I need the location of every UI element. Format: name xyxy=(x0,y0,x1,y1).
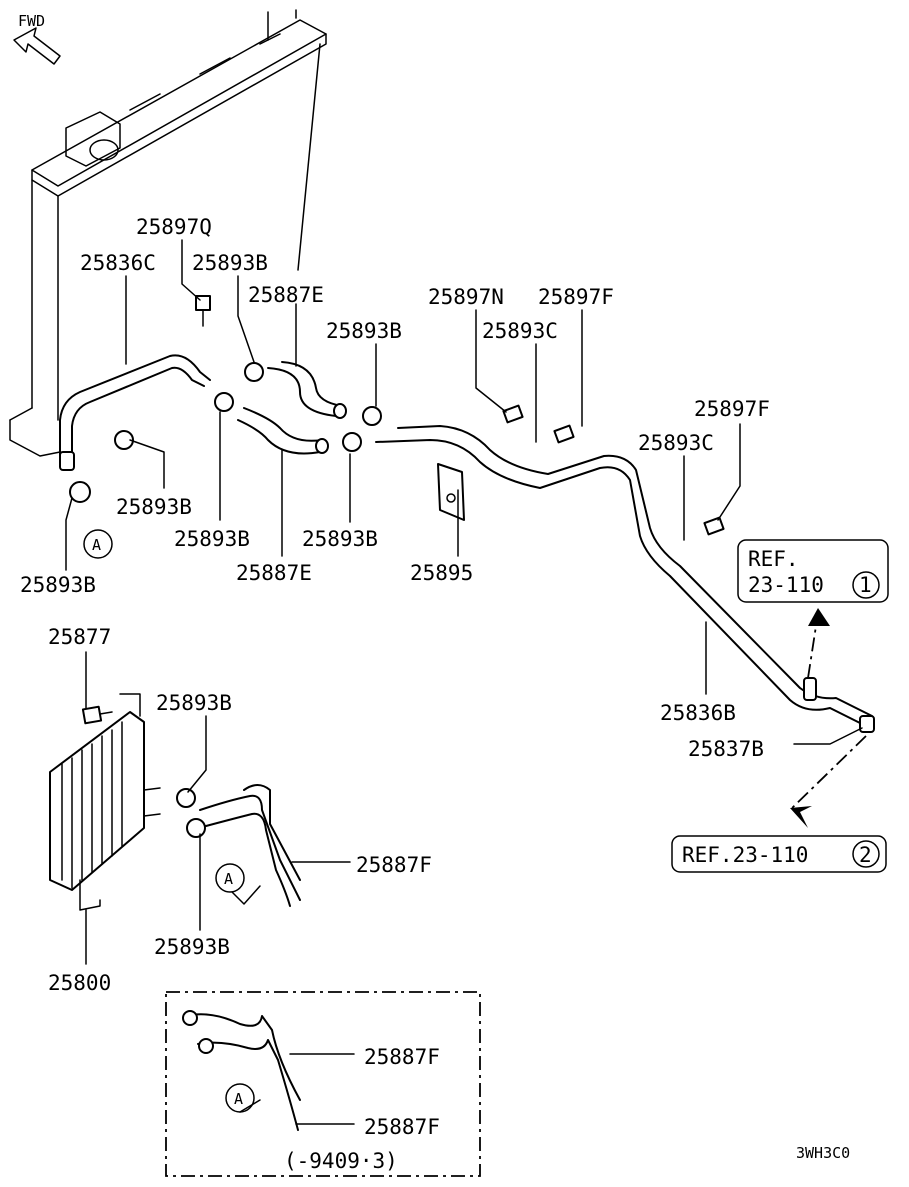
label-25837b: 25837B xyxy=(688,737,764,761)
ref1-arrow-icon xyxy=(808,608,830,626)
ref2-number: 2 xyxy=(859,843,872,867)
drawing-code: 3WH3C0 xyxy=(796,1144,850,1162)
label-25887f-inset1: 25887F xyxy=(364,1045,440,1069)
hose-25887e xyxy=(237,361,347,455)
label-25893b-top: 25893B xyxy=(192,251,268,275)
ref1-line1: REF. xyxy=(748,547,799,571)
marker-a-2: A xyxy=(224,870,233,888)
label-25887f: 25887F xyxy=(356,853,432,877)
label-25893b-cooler1: 25893B xyxy=(156,691,232,715)
label-25836b: 25836B xyxy=(660,701,736,725)
label-25893b-left2: 25893B xyxy=(174,527,250,551)
label-25887f-inset2: 25887F xyxy=(364,1115,440,1139)
marker-a-3: A xyxy=(234,1090,243,1108)
oil-cooler xyxy=(49,693,161,911)
pipe-25836b xyxy=(375,425,875,733)
label-25887e-top: 25887E xyxy=(248,283,324,307)
ref2-leader xyxy=(789,735,867,811)
ref1-leader xyxy=(807,625,817,679)
label-25893b-bot: 25893B xyxy=(302,527,378,551)
ref2-arrow-icon xyxy=(790,806,812,828)
label-25800: 25800 xyxy=(48,971,111,995)
label-25893b-cooler2: 25893B xyxy=(154,935,230,959)
label-25897n: 25897N xyxy=(428,285,504,309)
fwd-label: FWD xyxy=(18,12,45,30)
bolt-icons xyxy=(81,295,725,725)
label-25897f-top: 25897F xyxy=(538,285,614,309)
inset-caption: (-9409·3) xyxy=(284,1149,398,1173)
radiator xyxy=(9,9,327,457)
label-25893b-mid: 25893B xyxy=(326,319,402,343)
inset-box xyxy=(165,991,481,1177)
fwd-arrow-icon xyxy=(13,27,61,65)
label-25895: 25895 xyxy=(410,561,473,585)
label-25893c-right: 25893C xyxy=(638,431,714,455)
label-25893b-left1: 25893B xyxy=(116,495,192,519)
pipe-25836c xyxy=(59,354,211,471)
ref2-box xyxy=(671,835,887,873)
label-25897q: 25897Q xyxy=(136,215,212,239)
label-25877: 25877 xyxy=(48,625,111,649)
ref1-number: 1 xyxy=(859,573,872,597)
label-25897f-right: 25897F xyxy=(694,397,770,421)
label-25887e-bot: 25887E xyxy=(236,561,312,585)
ref1-line2: 23-110 xyxy=(748,573,824,597)
label-25836c: 25836C xyxy=(80,251,156,275)
clamp-icons xyxy=(69,362,382,838)
marker-a-icons xyxy=(83,529,255,1113)
bracket-25895 xyxy=(437,463,465,521)
ref1-box xyxy=(737,539,889,603)
ref2-text: REF.23-110 xyxy=(682,843,808,867)
label-25893b-left3: 25893B xyxy=(20,573,96,597)
label-25893c-top: 25893C xyxy=(482,319,558,343)
marker-a-1: A xyxy=(92,536,101,554)
leader-lines xyxy=(65,239,863,1125)
inset-hose xyxy=(182,1010,301,1131)
hose-25887f xyxy=(199,784,301,907)
